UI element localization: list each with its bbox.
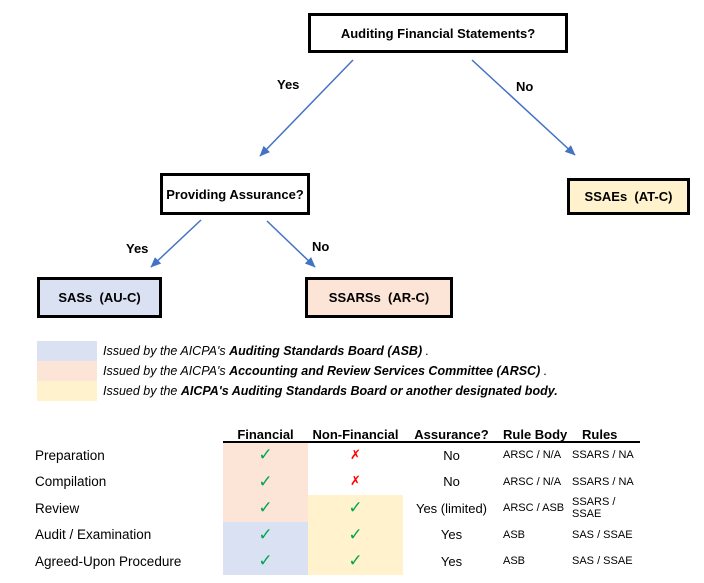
- check-icon: ✓: [348, 498, 363, 519]
- legend-prefix: Issued by the AICPA's: [103, 364, 230, 378]
- legend-prefix: Issued by the AICPA's: [103, 344, 230, 358]
- legend-prefix: Issued by the: [103, 384, 181, 398]
- designated-yellow-swatch: [37, 381, 97, 401]
- rules-cell: SSARS / NA: [572, 475, 634, 488]
- financial-cell: ✓: [223, 548, 308, 575]
- edge-label-root-no: No: [516, 79, 534, 94]
- arsc-pink-swatch: [37, 361, 97, 381]
- non-financial-cell: ✗: [308, 469, 403, 496]
- legend-item-designated: Issued by the AICPA's Auditing Standards…: [37, 381, 558, 401]
- header-underline: [223, 441, 640, 443]
- table-row-review: Review ✓ ✓ Yes (limited) ARSC / ASB SSAR…: [35, 495, 645, 522]
- table-row-compilation: Compilation ✓ ✗ No ARSC / N/A SSARS / NA: [35, 468, 645, 496]
- rules-cell: SSARS / NA: [572, 449, 634, 462]
- x-icon: ✗: [350, 474, 361, 490]
- legend-item-arsc: Issued by the AICPA's Accounting and Rev…: [37, 361, 558, 381]
- legend-item-designated-text: Issued by the AICPA's Auditing Standards…: [103, 384, 558, 398]
- header-assurance: Assurance?: [414, 426, 489, 442]
- rule-body-cell: ASB: [503, 555, 526, 568]
- header-rules: Rules: [582, 426, 618, 442]
- node-ssarss-ar-c: SSARSs (AR-C): [305, 277, 453, 318]
- rule-body-cell: ASB: [503, 528, 526, 541]
- check-icon: ✓: [348, 551, 363, 572]
- node-providing-assurance: Providing Assurance?: [160, 173, 310, 215]
- non-financial-cell: ✓: [308, 521, 403, 548]
- non-financial-cell: ✓: [308, 495, 403, 522]
- rules-cell: SSARS / SSAE: [572, 496, 616, 521]
- check-icon: ✓: [258, 471, 273, 492]
- legend: Issued by the AICPA's Auditing Standards…: [37, 341, 558, 401]
- check-icon: ✓: [348, 524, 363, 545]
- legend-item-asb-text: Issued by the AICPA's Auditing Standards…: [103, 344, 429, 358]
- rules-cell: SAS / SSAE: [572, 555, 633, 568]
- header-rule-body: Rule Body: [503, 426, 568, 442]
- row-label: Agreed-Upon Procedure: [35, 553, 182, 569]
- rule-body-cell: ARSC / ASB: [503, 502, 565, 515]
- assurance-cell: Yes: [440, 527, 463, 543]
- arrow-assurance-yes: [150, 219, 202, 268]
- financial-cell: ✓: [223, 521, 308, 548]
- legend-bold: Accounting and Review Services Committee…: [229, 364, 541, 378]
- row-label: Audit / Examination: [35, 527, 152, 543]
- assurance-cell: No: [443, 447, 460, 463]
- edge-label-root-yes: Yes: [277, 77, 300, 92]
- asb-blue-swatch: [37, 341, 97, 361]
- assurance-cell: Yes (limited): [415, 500, 488, 516]
- check-icon: ✓: [258, 551, 273, 572]
- rules-cell: SAS / SSAE: [572, 528, 633, 541]
- legend-bold: AICPA's Auditing Standards Board or anot…: [180, 384, 558, 398]
- node-auditing-financial-statements: Auditing Financial Statements?: [308, 13, 568, 53]
- assurance-cell: No: [443, 474, 460, 490]
- arrow-root-no: [471, 59, 576, 156]
- row-label: Review: [35, 500, 80, 516]
- services-table: Financial Non-Financial Assurance? Rule …: [35, 426, 645, 575]
- legend-item-asb: Issued by the AICPA's Auditing Standards…: [37, 341, 558, 361]
- node-ssaes-at-c: SSAEs (AT-C): [567, 178, 690, 215]
- rule-body-cell: ARSC / N/A: [503, 449, 562, 462]
- check-icon: ✓: [258, 445, 273, 466]
- header-financial: Financial: [237, 426, 294, 442]
- x-icon: ✗: [350, 447, 361, 463]
- check-icon: ✓: [258, 524, 273, 545]
- edge-label-assurance-no: No: [312, 239, 330, 254]
- table-row-agreed-upon-procedure: Agreed-Upon Procedure ✓ ✓ Yes ASB SAS / …: [35, 548, 645, 575]
- rule-body-cell: ARSC / N/A: [503, 475, 562, 488]
- legend-bold: Auditing Standards Board (ASB): [229, 344, 423, 358]
- legend-item-arsc-text: Issued by the AICPA's Accounting and Rev…: [103, 364, 547, 378]
- edge-label-assurance-yes: Yes: [126, 241, 149, 256]
- financial-cell: ✓: [223, 468, 308, 495]
- non-financial-cell: ✗: [308, 442, 403, 469]
- node-sass-au-c: SASs (AU-C): [37, 277, 162, 318]
- financial-cell: ✓: [223, 495, 308, 522]
- row-label: Preparation: [35, 447, 105, 463]
- header-non-financial: Non-Financial: [312, 426, 399, 442]
- table-header-row: Financial Non-Financial Assurance? Rule …: [35, 426, 645, 442]
- legend-suffix: .: [540, 364, 548, 378]
- legend-suffix: .: [422, 344, 430, 358]
- non-financial-cell: ✓: [308, 548, 403, 575]
- row-label: Compilation: [35, 474, 107, 490]
- financial-cell: ✓: [223, 442, 308, 469]
- check-icon: ✓: [258, 498, 273, 519]
- table-row-audit-examination: Audit / Examination ✓ ✓ Yes ASB SAS / SS…: [35, 521, 645, 548]
- assurance-cell: Yes: [440, 553, 463, 569]
- arrow-assurance-no: [266, 220, 316, 268]
- table-row-preparation: Preparation ✓ ✗ No ARSC / N/A SSARS / NA: [35, 442, 645, 469]
- arrow-root-yes: [259, 59, 354, 157]
